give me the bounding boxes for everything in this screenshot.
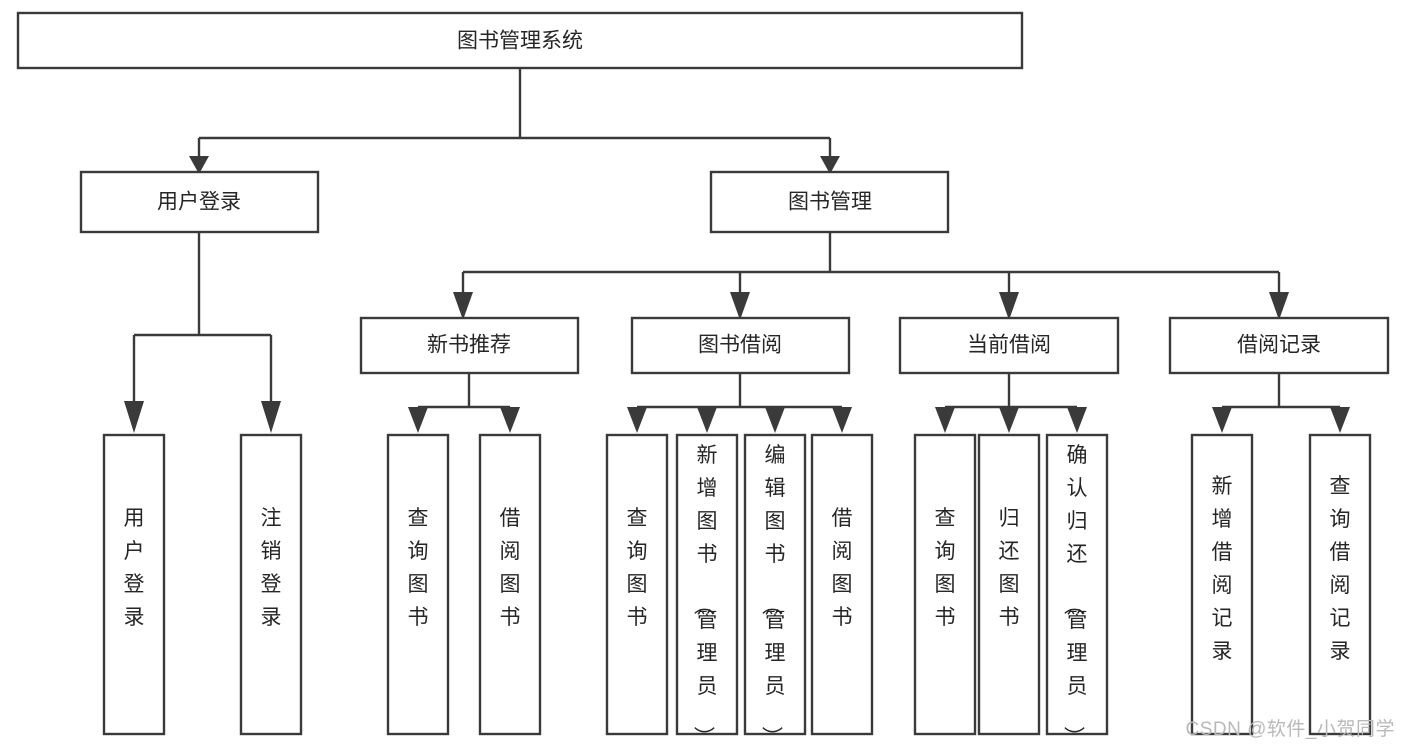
- node-leaf-confirm-return-admin[interactable]: 确认归还（管理员）: [1045, 433, 1109, 747]
- node-borrow-record-label: 借阅记录: [1237, 334, 1321, 357]
- node-leaf-add-borrow-record-box[interactable]: [1190, 433, 1254, 736]
- arrow-root-to-book-mgmt: [820, 156, 840, 174]
- arrow-to-leaf-borrow-book-2: [832, 407, 852, 433]
- node-current-borrow-box[interactable]: [898, 316, 1120, 375]
- node-leaf-edit-book-admin-box[interactable]: [743, 433, 807, 736]
- node-leaf-query-book-1-label: 查询图书: [408, 507, 429, 629]
- node-leaf-user-login-label: 用户登录: [124, 507, 145, 629]
- node-leaf-query-book-3-label: 查询图书: [935, 507, 956, 629]
- node-book-borrow-box[interactable]: [630, 316, 851, 375]
- node-leaf-query-book-3-box[interactable]: [913, 433, 977, 736]
- arrow-to-new-book-rec: [453, 292, 473, 320]
- node-user-login[interactable]: 用户登录: [79, 170, 320, 234]
- arrow-to-leaf-query-book-3: [935, 407, 955, 433]
- node-leaf-query-book-2-label: 查询图书: [627, 507, 648, 629]
- node-leaf-query-borrow-record-box[interactable]: [1308, 433, 1372, 736]
- node-leaf-borrow-book-1[interactable]: 借阅图书: [478, 433, 542, 736]
- node-new-book-recommend[interactable]: 新书推荐: [359, 316, 580, 375]
- arrow-to-leaf-return-book: [999, 407, 1019, 433]
- node-leaf-add-borrow-record[interactable]: 新增借阅记录: [1190, 433, 1254, 736]
- node-leaf-return-book-box[interactable]: [977, 433, 1041, 736]
- node-leaf-query-book-2[interactable]: 查询图书: [605, 433, 669, 736]
- node-leaf-add-book-admin-label: 新增图书（管理员）: [692, 444, 718, 747]
- node-leaf-borrow-book-2-label: 借阅图书: [832, 507, 853, 629]
- node-current-borrow-label: 当前借阅: [967, 334, 1051, 357]
- node-leaf-add-borrow-record-label: 新增借阅记录: [1212, 475, 1233, 663]
- arrow-to-leaf-query-book-2: [627, 407, 647, 433]
- node-book-management-box[interactable]: [709, 170, 950, 234]
- arrow-to-borrow-record: [1269, 292, 1289, 320]
- node-leaf-query-borrow-record[interactable]: 查询借阅记录: [1308, 433, 1372, 736]
- arrow-to-leaf-add-book: [697, 407, 717, 433]
- node-borrow-record[interactable]: 借阅记录: [1168, 316, 1390, 375]
- arrow-to-leaf-edit-book: [765, 407, 785, 433]
- node-leaf-logout[interactable]: 注销登录: [239, 433, 303, 736]
- csdn-watermark: CSDN @软件_小贺同学: [1185, 719, 1395, 740]
- arrow-to-leaf-add-record: [1212, 407, 1232, 433]
- node-leaf-return-book-label: 归还图书: [999, 507, 1020, 629]
- connectors-group: [124, 68, 1350, 433]
- node-leaf-confirm-return-admin-label: 确认归还（管理员）: [1062, 444, 1088, 747]
- node-leaf-edit-book-admin[interactable]: 编辑图书（管理员）: [743, 433, 807, 747]
- node-book-borrow-label: 图书借阅: [698, 334, 782, 357]
- arrow-to-book-borrow: [730, 292, 750, 320]
- node-leaf-return-book[interactable]: 归还图书: [977, 433, 1041, 736]
- node-leaf-user-login-box[interactable]: [102, 433, 166, 736]
- node-leaf-edit-book-admin-label: 编辑图书（管理员）: [760, 444, 786, 747]
- node-leaf-borrow-book-1-label: 借阅图书: [500, 507, 521, 629]
- node-leaf-confirm-return-admin-box[interactable]: [1045, 433, 1109, 736]
- node-new-book-recommend-box[interactable]: [359, 316, 580, 375]
- node-leaf-borrow-book-1-box[interactable]: [478, 433, 542, 736]
- node-leaf-logout-box[interactable]: [239, 433, 303, 736]
- arrow-to-leaf-query-record: [1330, 407, 1350, 433]
- arrow-to-leaf-confirm-return: [1067, 407, 1087, 433]
- node-leaf-logout-label: 注销登录: [261, 507, 282, 629]
- node-root-book-management-system[interactable]: 图书管理系统: [16, 11, 1024, 70]
- arrow-to-leaf-borrow-book-1: [500, 407, 520, 433]
- node-new-book-recommend-label: 新书推荐: [427, 334, 511, 357]
- arrow-root-to-user-login: [189, 156, 209, 174]
- node-leaf-borrow-book-2-box[interactable]: [810, 433, 874, 736]
- node-leaf-query-book-3[interactable]: 查询图书: [913, 433, 977, 736]
- node-borrow-record-box[interactable]: [1168, 316, 1390, 375]
- arrow-to-leaf-user-login: [124, 401, 144, 433]
- node-user-login-box[interactable]: [79, 170, 320, 234]
- node-leaf-add-book-admin[interactable]: 新增图书（管理员）: [675, 433, 739, 747]
- node-root-label: 图书管理系统: [457, 30, 583, 53]
- node-leaf-query-book-1[interactable]: 查询图书: [386, 433, 450, 736]
- node-current-borrow[interactable]: 当前借阅: [898, 316, 1120, 375]
- node-leaf-query-borrow-record-label: 查询借阅记录: [1330, 475, 1351, 663]
- node-leaf-add-book-admin-box[interactable]: [675, 433, 739, 736]
- node-book-management[interactable]: 图书管理: [709, 170, 950, 234]
- node-root-box[interactable]: [16, 11, 1024, 70]
- arrow-to-current-borrow: [999, 292, 1019, 320]
- node-leaf-query-book-2-box[interactable]: [605, 433, 669, 736]
- arrow-to-leaf-logout: [261, 401, 281, 433]
- node-user-login-label: 用户登录: [157, 191, 241, 214]
- node-leaf-query-book-1-box[interactable]: [386, 433, 450, 736]
- node-book-management-label: 图书管理: [788, 191, 872, 214]
- node-book-borrow[interactable]: 图书借阅: [630, 316, 851, 375]
- node-leaf-user-login[interactable]: 用户登录: [102, 433, 166, 736]
- arrow-to-leaf-query-book-1: [408, 407, 428, 433]
- node-leaf-borrow-book-2[interactable]: 借阅图书: [810, 433, 874, 736]
